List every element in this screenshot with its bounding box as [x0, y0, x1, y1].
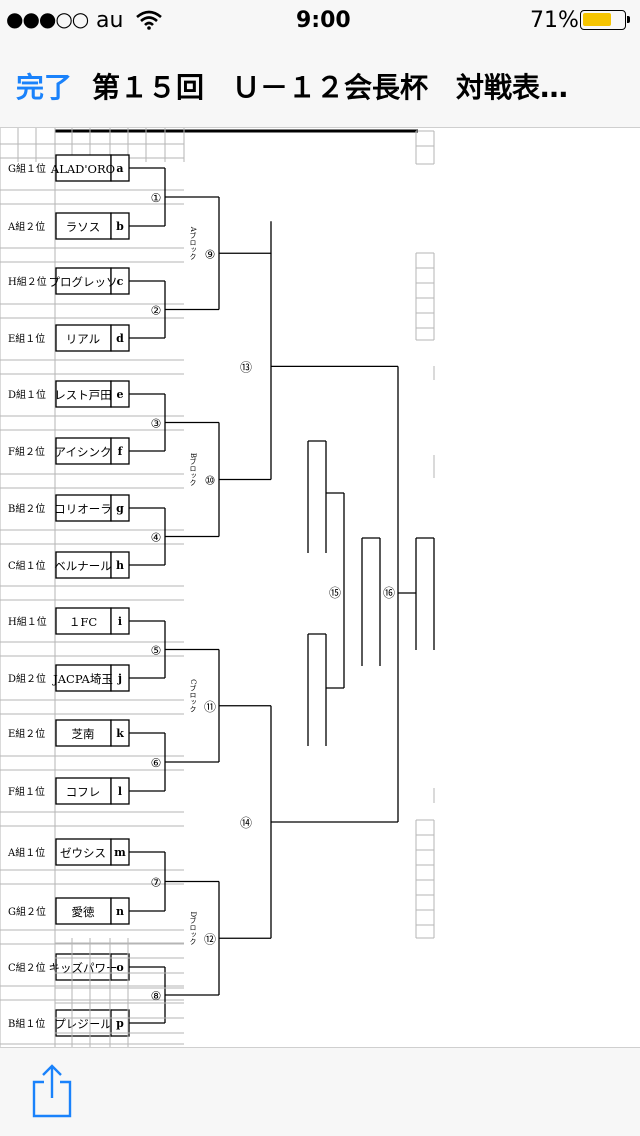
team-letter: m — [114, 846, 126, 859]
team-letter: h — [116, 559, 124, 572]
team-letter: p — [116, 1017, 124, 1030]
team-name-box — [55, 154, 112, 182]
team-group-label: B組２位 — [8, 502, 45, 515]
carrier-label: au — [96, 8, 124, 33]
match-number: ⑫ — [204, 932, 216, 946]
signal-strength-icon: ●●●○○ — [6, 7, 89, 31]
team-letter: g — [116, 502, 124, 515]
team-name: アイシンク — [55, 445, 112, 459]
match-number: ④ — [151, 531, 162, 545]
team-name-box — [55, 324, 112, 352]
team-letter: f — [118, 445, 124, 458]
team-letter: o — [116, 961, 123, 974]
team-name: ベルナール — [54, 559, 112, 573]
team-letter: a — [116, 162, 123, 175]
wifi-icon — [136, 10, 162, 34]
team-name: 愛徳 — [72, 905, 95, 919]
battery-percent: 71% — [530, 8, 579, 33]
match-number: ⑧ — [151, 989, 162, 1003]
team-group-label: G組２位 — [8, 905, 46, 918]
team-letter: e — [117, 388, 124, 401]
team-letter: l — [118, 785, 122, 798]
team-name: プログレッソ — [49, 275, 118, 289]
match-number: ③ — [151, 417, 162, 431]
match-number: ⑪ — [204, 700, 216, 714]
team-name-box — [55, 267, 112, 295]
team-name: プレジール — [54, 1017, 112, 1031]
team-group-label: C組１位 — [8, 559, 46, 572]
team-letter: j — [117, 672, 122, 685]
match-number: ⑥ — [151, 756, 162, 770]
block-label: Bブロック — [189, 453, 197, 486]
team-group-label: G組１位 — [8, 162, 46, 175]
match-number: ⑤ — [151, 644, 162, 658]
team-name: レスト戸田 — [54, 388, 112, 402]
team-letter: n — [116, 905, 124, 918]
team-name: ALAD'ORO — [50, 162, 115, 176]
team-name-box — [55, 380, 112, 408]
match-number: ⑭ — [240, 816, 252, 830]
battery-level-fill — [583, 13, 611, 26]
team-group-label: C組２位 — [8, 961, 46, 974]
team-group-label: A組２位 — [7, 220, 45, 233]
block-label: Aブロック — [189, 226, 197, 260]
clock: 9:00 — [296, 8, 351, 33]
team-name-box — [55, 551, 112, 579]
team-group-label: F組２位 — [8, 445, 45, 458]
team-name: コフレ — [66, 785, 101, 799]
team-name: 芝南 — [72, 727, 95, 741]
team-group-label: E組１位 — [8, 332, 45, 345]
document-title: 第１５回 Ｕ－１２会長杯 対戦表… — [92, 71, 569, 104]
block-label: Cブロック — [189, 679, 197, 713]
team-name: ゼウシス — [60, 846, 106, 860]
team-name-box — [55, 777, 112, 805]
team-group-label: D組１位 — [8, 388, 46, 401]
team-letter: c — [117, 275, 124, 288]
battery-icon — [580, 10, 630, 30]
team-name-box — [55, 437, 112, 465]
status-bar: ●●●○○ au 9:00 71% — [0, 0, 640, 40]
team-group-label: H組１位 — [8, 615, 47, 628]
team-letter: k — [116, 727, 124, 740]
team-name: キッズパワー — [49, 961, 118, 975]
team-letter: i — [118, 615, 122, 628]
team-name: コリオーラ — [54, 502, 112, 516]
team-name: リアル — [66, 332, 100, 346]
match-number: ⑨ — [205, 247, 216, 261]
semifinal-label: ⑮ — [329, 586, 341, 600]
team-name-box — [55, 664, 112, 692]
team-letter: b — [116, 220, 124, 233]
team-name-box — [55, 1009, 112, 1037]
final-label: ⑯ — [383, 586, 395, 600]
bottom-toolbar — [0, 1047, 640, 1136]
team-name: JACPA埼玉 — [52, 672, 113, 686]
team-group-label: F組１位 — [8, 785, 45, 798]
team-group-label: H組２位 — [8, 275, 47, 288]
team-name: １FC — [69, 615, 97, 629]
team-name: ラソス — [66, 220, 101, 234]
match-number: ⑩ — [205, 474, 216, 488]
block-label: Dブロック — [189, 911, 197, 945]
match-number: ⑬ — [240, 360, 252, 374]
share-icon[interactable] — [30, 1064, 74, 1124]
team-group-label: D組２位 — [8, 672, 46, 685]
done-button[interactable]: 完了 — [16, 71, 73, 104]
team-name-box — [55, 897, 112, 925]
team-group-label: B組１位 — [8, 1017, 45, 1030]
team-group-label: A組１位 — [7, 846, 45, 859]
match-number: ⑦ — [151, 876, 162, 890]
navigation-bar: 完了 第１５回 Ｕ－１２会長杯 対戦表… — [0, 40, 640, 128]
team-name-box — [55, 212, 112, 240]
team-group-label: E組２位 — [8, 727, 45, 740]
match-number: ② — [151, 304, 162, 318]
team-letter: d — [116, 332, 124, 345]
match-number: ① — [151, 191, 162, 205]
